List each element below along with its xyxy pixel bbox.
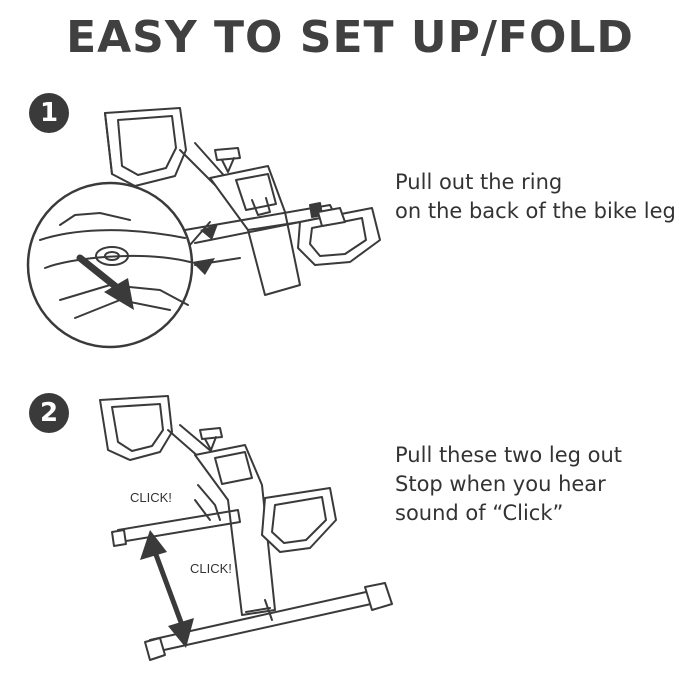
step-2-badge: 2: [29, 393, 69, 433]
step-1-line-2: on the back of the bike leg: [395, 199, 676, 223]
step-2-instruction: Pull these two leg out Stop when you hea…: [395, 441, 622, 528]
click-label-2: CLICK!: [190, 561, 232, 576]
click-label-1: CLICK!: [130, 490, 172, 505]
step-1-badge: 1: [29, 93, 69, 133]
step-1-instruction: Pull out the ring on the back of the bik…: [395, 168, 676, 226]
step-2-line-1: Pull these two leg out: [395, 443, 623, 467]
step-2-line-2: Stop when you hear: [395, 472, 606, 496]
step-1-line-1: Pull out the ring: [395, 170, 563, 194]
step-2-line-3: sound of “Click”: [395, 501, 564, 525]
page-title: EASY TO SET UP/FOLD: [66, 12, 634, 63]
